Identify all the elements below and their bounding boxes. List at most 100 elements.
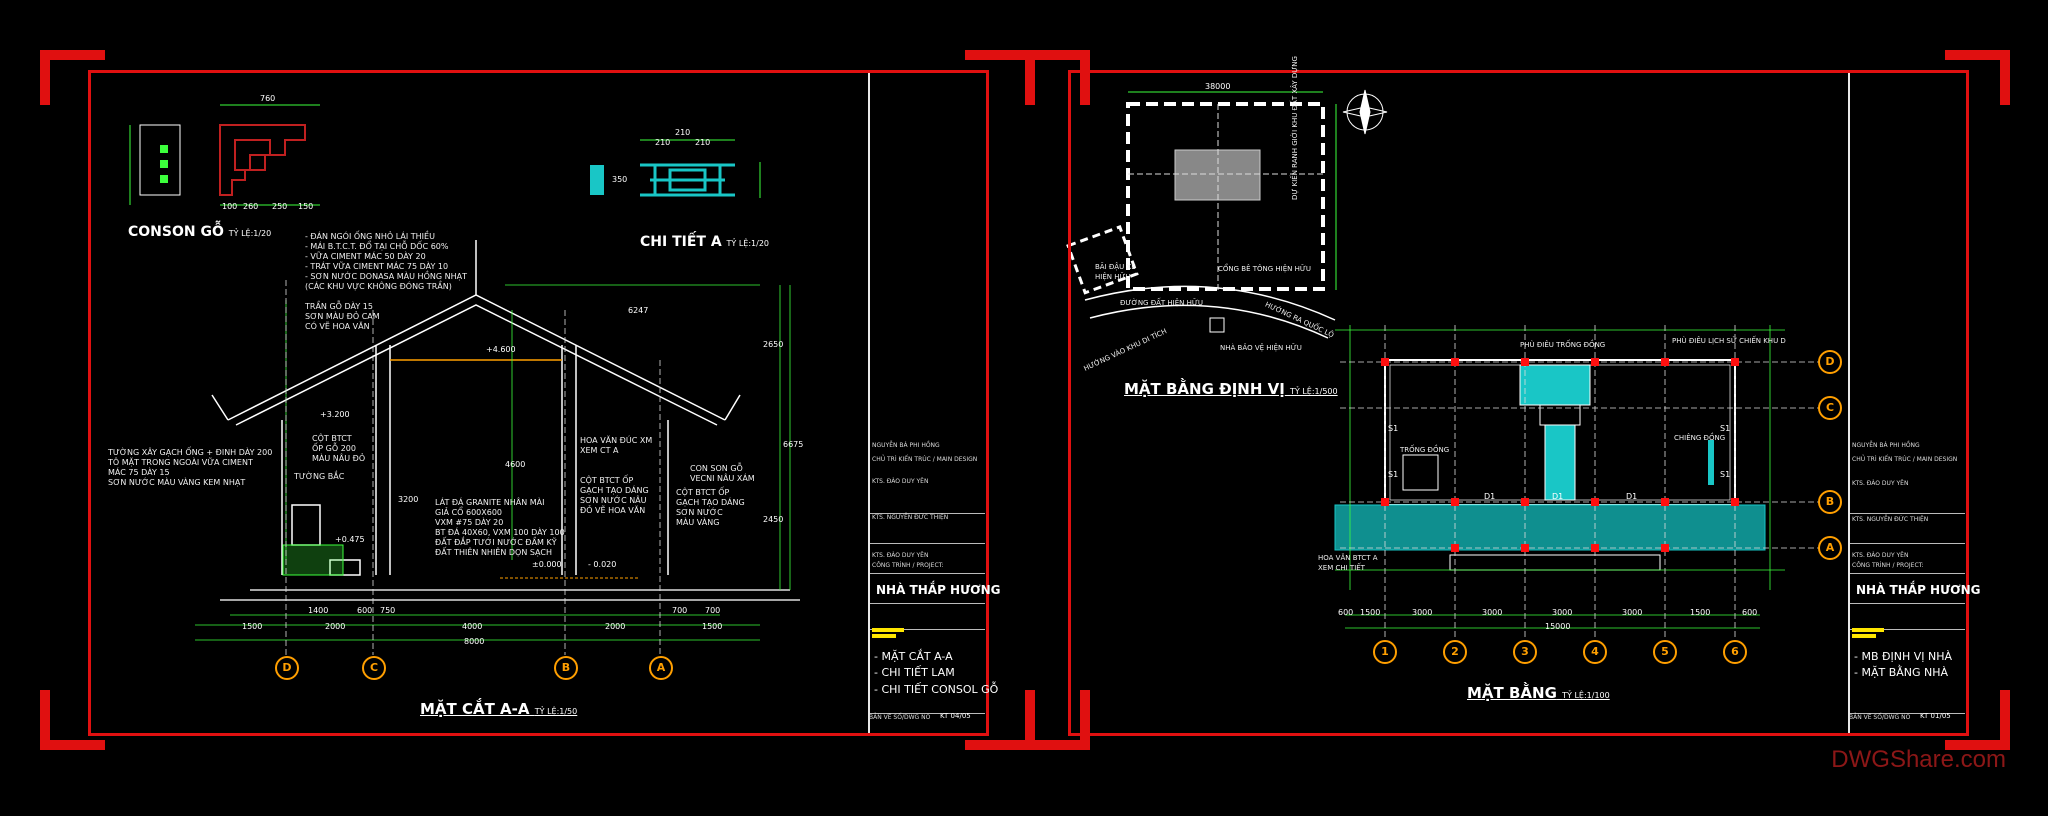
relief-left: PHÙ ĐIÊU TRỐNG ĐỒNG [1520, 341, 1606, 349]
level-0475: +0.475 [335, 535, 365, 544]
outer-col-note-3: SƠN NƯỚC [676, 508, 723, 517]
pattern-notes: HOA VĂN ĐÚC XM XEM CT A [580, 436, 652, 456]
sec-inner-dim-1: 3200 [398, 495, 419, 504]
floor-note-1: LÁT ĐÁ GRANITE NHÂN MÀI [435, 498, 545, 507]
sec-inner-dim-2: 4600 [505, 460, 526, 469]
detail-a-side [590, 165, 604, 195]
detail-a-dim-3: 210 [695, 138, 711, 147]
floor-note-5: ĐẤT ĐẮP TƯỚI NƯỚC ĐẦM KỸ [435, 538, 557, 547]
right-yellow-bar [1852, 628, 1884, 632]
axis-a-left: A [649, 656, 673, 680]
sec-dim-1: 1400 [308, 606, 329, 615]
wall-notes: TƯỜNG XÂY GẠCH ỐNG + ĐINH DÀY 200 TÔ MẶT… [108, 448, 272, 488]
sec-axis-dim-2: 2000 [325, 622, 346, 631]
plan-title-text: MẶT BẰNG [1467, 684, 1557, 702]
right-sheet-item-2: - MẶT BẰNG NHÀ [1854, 666, 1949, 679]
consol-title-text: CONSON GỖ [128, 224, 224, 240]
window-4: S1 [1720, 470, 1731, 479]
axis-c-left: C [362, 656, 386, 680]
column-note-2: ỐP GỖ 200 [312, 444, 356, 453]
plan-dims [1335, 325, 1785, 629]
detail-a-title-text: CHI TIẾT A [640, 234, 722, 250]
axis-b-left: B [554, 656, 578, 680]
wall-note-3: MÁC 75 DÀY 15 [108, 468, 170, 477]
sec-axis-dim-5: 1500 [702, 622, 723, 631]
axis-b-right: B [1818, 490, 1842, 514]
consol-note-2: VECNI NÂU XÁM [690, 474, 755, 483]
detail-a [640, 163, 735, 197]
section-scale: TỶ LỆ:1/50 [534, 707, 578, 716]
sec-right-dim-4: 2450 [763, 515, 784, 524]
right-tb-name-2: CHỦ TRÌ KIẾN TRÚC / MAIN DESIGN [1852, 456, 1958, 463]
sec-total: 8000 [464, 637, 485, 646]
level-4600: +4.600 [486, 345, 516, 354]
section-title: MẶT CẮT A-A TỶ LỆ:1/50 [420, 700, 577, 718]
consol-note-1: CON SON GỖ [690, 464, 743, 473]
sec-axis-dim-4: 2000 [605, 622, 626, 631]
wall-note-2: TÔ MẶT TRONG NGOÀI VỮA CIMENT [108, 458, 253, 467]
site-road-label: ĐƯỜNG ĐẤT HIỆN HỮU [1120, 299, 1204, 307]
site-guard: NHÀ BẢO VỆ HIỆN HỮU [1220, 344, 1302, 352]
sec-right-dim-3: 6675 [783, 440, 804, 449]
right-sheet-number: KT 01/05 [1920, 712, 1951, 720]
left-sheet-item-3: - CHI TIẾT CONSOL GỖ [874, 683, 999, 696]
site-road [1084, 285, 1336, 321]
column-note-3: MÀU NÂU ĐỎ [312, 454, 366, 463]
sec-dim-6: 700 [672, 606, 688, 615]
door-3: D1 [1626, 492, 1638, 501]
axis-6: 6 [1723, 640, 1747, 664]
axis-a-right: A [1818, 536, 1842, 560]
left-sheet-frame [88, 70, 989, 736]
consol-title: CONSON GỖ TỶ LỆ:1/20 [128, 224, 271, 240]
north-arrow-icon [1342, 89, 1388, 135]
floor-note-4: BT ĐÁ 40X60, VXM 100 DÀY 100 [435, 528, 565, 537]
parking [1066, 225, 1139, 295]
roof-note-5: - SƠN NƯỚC DONASA MÀU HỒNG NHẠT [305, 272, 467, 281]
pattern-note-1: HOA VĂN ĐÚC XM [580, 436, 653, 445]
site-title: MẶT BẰNG ĐỊNH VỊ TỶ LỆ:1/500 [1124, 380, 1338, 398]
right-tb-name-1: NGUYỄN BÁ PHI HỒNG [1852, 442, 1920, 449]
plan-title: MẶT BẰNG TỶ LỆ:1/100 [1467, 684, 1610, 702]
wall-note-1: TƯỜNG XÂY GẠCH ỐNG + ĐINH DÀY 200 [108, 448, 273, 457]
sec-dim-7: 700 [705, 606, 721, 615]
column-note-1: CỘT BTCT [312, 434, 352, 443]
left-tb-project-label: CÔNG TRÌNH / PROJECT: [872, 562, 944, 569]
sec-dim-2: 600 [357, 606, 373, 615]
inner-col-note-2: GẠCH TẠO DÁNG [580, 486, 649, 495]
plan-dim-b2: 1500 [1360, 608, 1381, 617]
axis-d-right: D [1818, 350, 1842, 374]
level-minus: - 0.020 [588, 560, 617, 569]
roof-note-4: - TRÁT VỮA CIMENT MÁC 75 DÀY 10 [305, 262, 449, 271]
sec-axis-dim-3: 4000 [462, 622, 483, 631]
left-yellow-bar-2 [872, 634, 896, 638]
right-tb-name-5: KTS. ĐÀO DUY YÊN [1852, 552, 1909, 559]
axis-4: 4 [1583, 640, 1607, 664]
floor-hatch [282, 544, 344, 576]
grid-axes-left [285, 280, 661, 655]
detail-a-side-1: 350 [612, 175, 628, 184]
floor-note-6: ĐẤT THIÊN NHIÊN DỌN SẠCH [435, 548, 553, 557]
plan-total: 15000 [1545, 622, 1571, 631]
column-markers [1381, 358, 1739, 552]
right-tb-name-3: KTS. ĐÀO DUY YÊN [1852, 480, 1909, 487]
consol-dim-b1: 100 [222, 202, 238, 211]
consol-dim-b3: 250 [272, 202, 288, 211]
consol-dim-top: 760 [260, 94, 276, 103]
sec-dim-3: 750 [380, 606, 396, 615]
door-1: D1 [1484, 492, 1496, 501]
plan-pattern-1: HOA VĂN BTCT A [1318, 554, 1378, 562]
window-2: S1 [1388, 470, 1399, 479]
outer-col-notes: CỘT BTCT ỐP GẠCH TẠO DÁNG SƠN NƯỚC MÀU V… [676, 488, 745, 528]
site-side-note: DỰ KIẾN RANH GIỚI KHU ĐẤT XÂY DỰNG [1291, 56, 1299, 200]
axis-1: 1 [1373, 640, 1397, 664]
plan-dim-b3: 3000 [1412, 608, 1433, 617]
right-yellow-bar-2 [1852, 634, 1876, 638]
inner-col-notes: CỘT BTCT ỐP GẠCH TẠO DÁNG SƠN NƯỚC NÂU Đ… [580, 476, 649, 516]
left-tb-name-3: KTS. ĐÀO DUY YÊN [872, 478, 929, 485]
site-parking: BÃI ĐẬU XE HIỆN HỮU [1095, 262, 1136, 282]
site-dim-top: 38000 [1205, 82, 1231, 91]
plan-dim-b7: 1500 [1690, 608, 1711, 617]
consol-scale: TỶ LỆ:1/20 [228, 229, 272, 238]
site-title-text: MẶT BẰNG ĐỊNH VỊ [1124, 380, 1285, 398]
